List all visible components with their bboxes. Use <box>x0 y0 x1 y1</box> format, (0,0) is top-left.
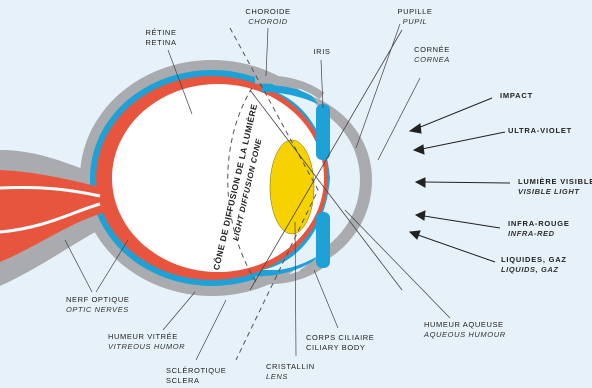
hazard-infrared-fr: INFRA-ROUGE <box>508 219 570 229</box>
hazard-liquids-en: LIQUIDS, GAZ <box>501 265 567 275</box>
label-humeur-aqueuse: HUMEUR AQUEUSE AQUEOUS HUMOUR <box>424 320 506 340</box>
label-choroide: CHOROIDE CHOROID <box>245 7 290 27</box>
label-humeur-aqueuse-en: AQUEOUS HUMOUR <box>424 330 506 340</box>
lens <box>270 140 314 234</box>
hazard-liquids: LIQUIDES, GAZ LIQUIDS, GAZ <box>501 255 567 275</box>
label-corps-ciliaire-en: CILIARY BODY <box>306 343 374 353</box>
hazard-visible-light-en: VISIBLE LIGHT <box>518 187 592 197</box>
hazard-impact-fr: IMPACT <box>500 91 533 101</box>
label-sclerotique-fr: SCLÉROTIQUE <box>166 366 226 376</box>
hazard-visible-light: LUMIÈRE VISIBLE VISIBLE LIGHT <box>518 177 592 197</box>
label-choroide-en: CHOROID <box>245 17 290 27</box>
label-nerf-fr: NERF OPTIQUE <box>66 295 129 305</box>
hazard-impact: IMPACT <box>500 91 533 101</box>
label-cornee: CORNÉE CORNEA <box>414 45 450 65</box>
label-choroide-fr: CHOROIDE <box>245 7 290 17</box>
label-nerf: NERF OPTIQUE OPTIC NERVES <box>66 295 129 315</box>
label-sclerotique: SCLÉROTIQUE SCLERA <box>166 366 226 386</box>
hazard-visible-light-fr: LUMIÈRE VISIBLE <box>518 177 592 187</box>
hazard-uv-fr: ULTRA-VIOLET <box>508 126 572 136</box>
label-iris: IRIS <box>314 47 331 57</box>
label-cornee-en: CORNEA <box>414 55 450 65</box>
hazard-uv: ULTRA-VIOLET <box>508 126 572 136</box>
label-corps-ciliaire: CORPS CILIAIRE CILIARY BODY <box>306 333 374 353</box>
hazard-arrows <box>410 98 510 262</box>
label-cristallin-fr: CRISTALLIN <box>266 362 315 372</box>
hazard-infrared-en: INFRA-RED <box>508 229 570 239</box>
label-retine-fr: RÉTINE <box>145 28 176 38</box>
label-pupille: PUPILLE PUPIL <box>397 7 432 27</box>
label-corps-ciliaire-fr: CORPS CILIAIRE <box>306 333 374 343</box>
hazard-liquids-fr: LIQUIDES, GAZ <box>501 255 567 265</box>
label-nerf-en: OPTIC NERVES <box>66 305 129 315</box>
label-humeur-aqueuse-fr: HUMEUR AQUEUSE <box>424 320 506 330</box>
label-sclerotique-en: SCLERA <box>166 376 226 386</box>
label-cristallin-en: LENS <box>266 372 315 382</box>
label-pupille-fr: PUPILLE <box>397 7 432 17</box>
label-cristallin: CRISTALLIN LENS <box>266 362 315 382</box>
label-cornee-fr: CORNÉE <box>414 45 450 55</box>
iris-lower <box>316 212 330 268</box>
iris-upper <box>316 104 330 160</box>
label-iris-fr: IRIS <box>314 47 331 57</box>
label-humeur-vitree-en: VITREOUS HUMOR <box>108 342 185 352</box>
label-humeur-vitree: HUMEUR VITRÉE VITREOUS HUMOR <box>108 332 185 352</box>
label-retine: RÉTINE RETINA <box>145 28 176 48</box>
label-pupille-en: PUPIL <box>397 17 432 27</box>
label-retine-en: RETINA <box>145 38 176 48</box>
hazard-infrared: INFRA-ROUGE INFRA-RED <box>508 219 570 239</box>
label-humeur-vitree-fr: HUMEUR VITRÉE <box>108 332 185 342</box>
